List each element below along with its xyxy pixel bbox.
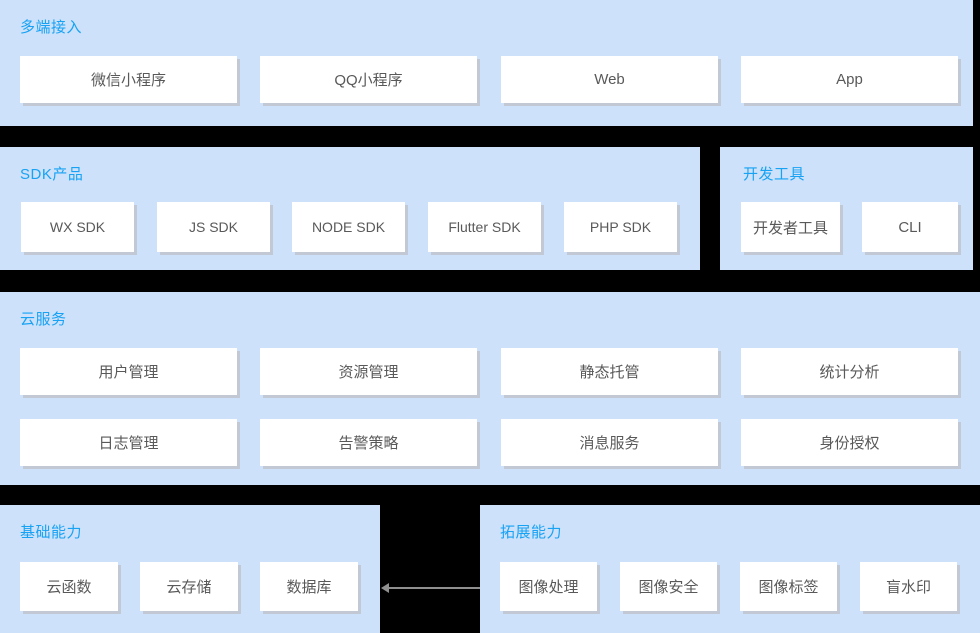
card-message-service: 消息服务 <box>501 419 718 466</box>
card-resource-management: 资源管理 <box>260 348 477 395</box>
card-image-safety: 图像安全 <box>620 562 717 611</box>
section-title-sdk: SDK产品 <box>20 166 84 183</box>
connector-line <box>389 587 480 589</box>
card-wechat-miniprogram: 微信小程序 <box>20 56 237 103</box>
section-title-extension: 拓展能力 <box>500 524 563 541</box>
section-sdk-products: SDK产品 WX SDK JS SDK NODE SDK Flutter SDK… <box>0 147 700 270</box>
card-web: Web <box>501 56 718 103</box>
card-log-management: 日志管理 <box>20 419 237 466</box>
card-identity-authorization: 身份授权 <box>741 419 958 466</box>
card-database: 数据库 <box>260 562 358 611</box>
card-developer-tools: 开发者工具 <box>741 202 840 252</box>
card-image-tagging: 图像标签 <box>740 562 837 611</box>
card-alert-policy: 告警策略 <box>260 419 477 466</box>
card-cloud-function: 云函数 <box>20 562 118 611</box>
card-statistics-analysis: 统计分析 <box>741 348 958 395</box>
card-user-management: 用户管理 <box>20 348 237 395</box>
section-cloud-services: 云服务 用户管理 资源管理 静态托管 统计分析 日志管理 告警策略 消息服务 身… <box>0 292 980 485</box>
left-arrow-icon <box>381 583 389 593</box>
section-basic-capabilities: 基础能力 云函数 云存储 数据库 <box>0 505 380 633</box>
section-title-access: 多端接入 <box>20 19 83 36</box>
card-static-hosting: 静态托管 <box>501 348 718 395</box>
section-multi-terminal-access: 多端接入 微信小程序 QQ小程序 Web App <box>0 0 973 126</box>
card-wx-sdk: WX SDK <box>21 202 134 252</box>
card-app: App <box>741 56 958 103</box>
card-image-processing: 图像处理 <box>500 562 597 611</box>
section-title-devtools: 开发工具 <box>743 166 806 183</box>
section-title-cloud: 云服务 <box>20 311 67 328</box>
card-flutter-sdk: Flutter SDK <box>428 202 541 252</box>
section-extension-capabilities: 拓展能力 图像处理 图像安全 图像标签 盲水印 <box>480 505 980 633</box>
card-node-sdk: NODE SDK <box>292 202 405 252</box>
section-title-basic: 基础能力 <box>20 524 83 541</box>
card-js-sdk: JS SDK <box>157 202 270 252</box>
section-dev-tools: 开发工具 开发者工具 CLI <box>720 147 973 270</box>
card-cli: CLI <box>862 202 958 252</box>
card-cloud-storage: 云存储 <box>140 562 238 611</box>
card-qq-miniprogram: QQ小程序 <box>260 56 477 103</box>
card-php-sdk: PHP SDK <box>564 202 677 252</box>
card-blind-watermark: 盲水印 <box>860 562 957 611</box>
